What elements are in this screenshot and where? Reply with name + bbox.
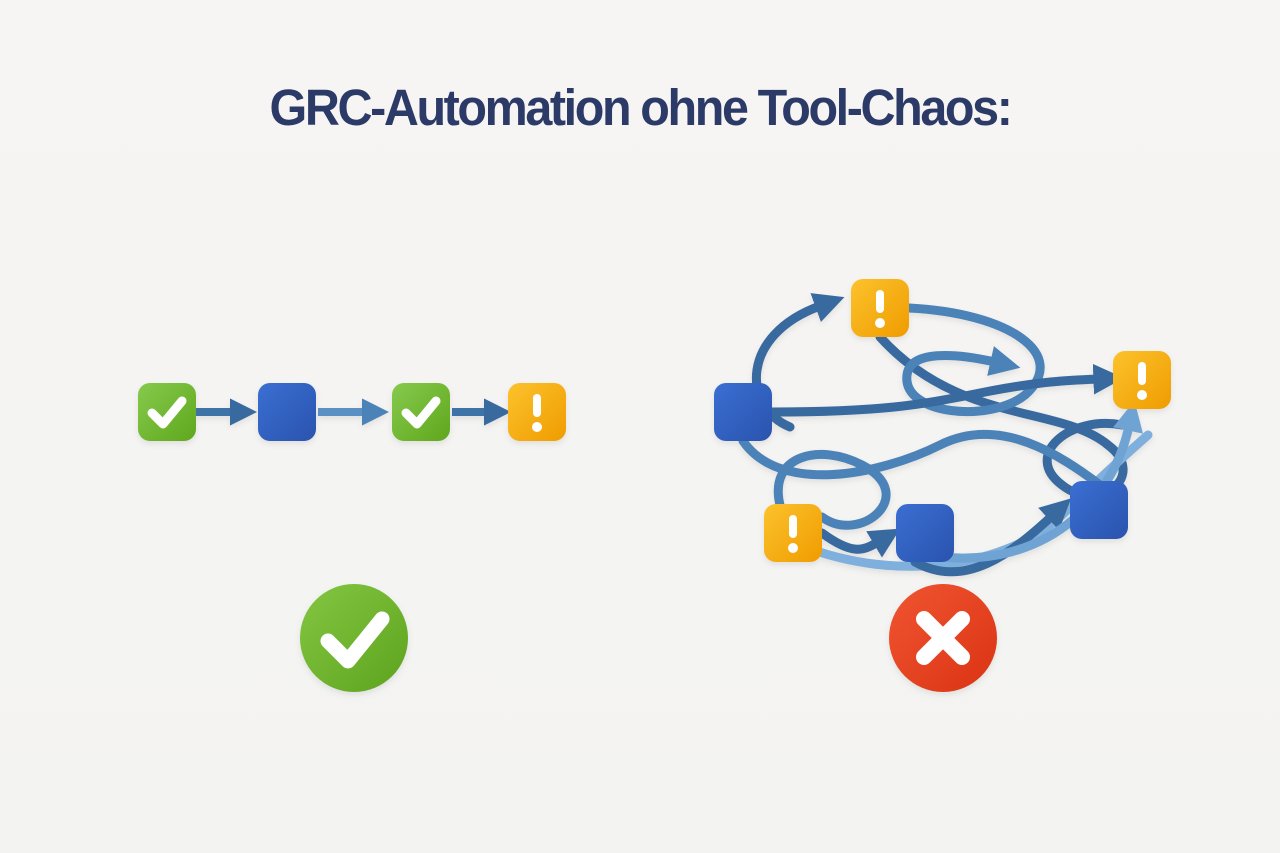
exclamation-square-icon: [851, 279, 909, 337]
exclamation-square-icon: [1113, 351, 1171, 409]
task-square-icon: [896, 504, 954, 562]
task-square-icon: [1070, 481, 1128, 539]
success-check-circle-icon: [300, 584, 408, 692]
exclamation-square-icon: [764, 504, 822, 562]
ordered-process-diagram: [138, 383, 566, 441]
checkmark-square-icon: [392, 383, 450, 441]
checkmark-square-icon: [138, 383, 196, 441]
task-square-icon: [714, 383, 772, 441]
error-cross-circle-icon: [889, 584, 997, 692]
page-title: GRC-Automation ohne Tool-Chaos:: [269, 79, 1013, 136]
chaotic-process-diagram: [714, 279, 1171, 577]
tangled-arrow-lines: [752, 293, 1143, 577]
task-square-icon: [258, 383, 316, 441]
exclamation-square-icon: [508, 383, 566, 441]
